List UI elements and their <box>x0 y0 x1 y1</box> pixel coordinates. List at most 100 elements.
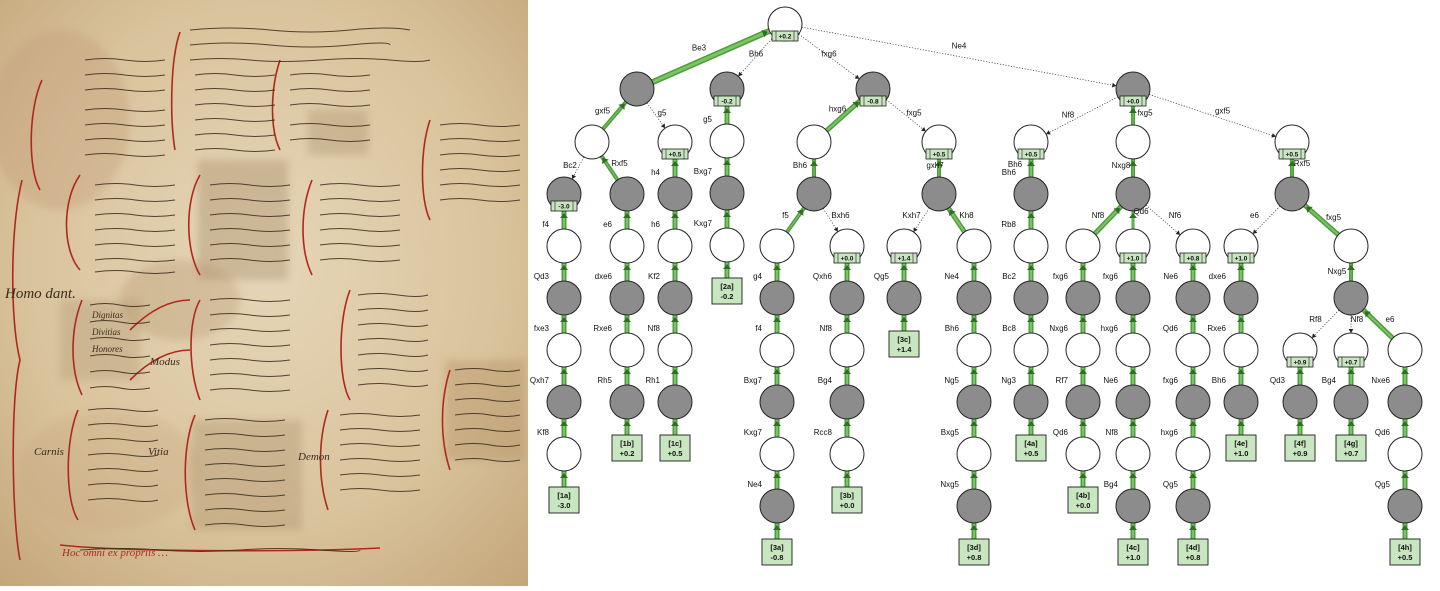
eval-badge-value: +0.5 <box>1025 151 1038 158</box>
leaf-box <box>548 486 580 514</box>
leaf-id: [4g] <box>1344 439 1358 448</box>
eval-badge <box>890 252 918 264</box>
leaf-eval: +1.0 <box>1126 553 1141 562</box>
move-label: fxg5 <box>906 109 922 118</box>
edge-arrowhead <box>1237 317 1245 322</box>
eval-badge-value: +0.9 <box>1294 359 1307 366</box>
tree-node <box>1065 332 1101 368</box>
edge-arrowhead <box>1129 473 1137 478</box>
tree-edge-inner <box>825 99 862 132</box>
tree-node <box>1175 332 1211 368</box>
dotted-arrowhead <box>913 227 918 232</box>
move-label: f4 <box>755 324 762 333</box>
leaf-eval: -3.0 <box>558 501 571 510</box>
tree-node <box>1387 332 1423 368</box>
move-label: Rh5 <box>597 376 612 385</box>
dotted-edge <box>913 207 930 233</box>
move-label: Rxf5 <box>611 159 628 168</box>
edge-arrowhead <box>1079 369 1087 374</box>
move-label: Nf8 <box>1351 315 1364 324</box>
edge-arrowhead <box>1401 369 1409 374</box>
move-label: dxe6 <box>1209 272 1227 281</box>
leaf-id: [3b] <box>840 491 854 500</box>
edge-arrowhead <box>761 29 768 38</box>
edge-arrowhead <box>723 160 731 165</box>
move-label: Nf8 <box>1062 111 1075 120</box>
edge-arrowhead <box>1129 317 1137 322</box>
move-label: g4 <box>753 272 762 281</box>
tree-node <box>956 280 992 316</box>
leaf-eval: +0.9 <box>1293 449 1308 458</box>
leaf-box <box>711 277 743 305</box>
move-label: Rxe6 <box>1207 324 1226 333</box>
tree-node <box>1115 124 1151 160</box>
move-label: hxg6 <box>829 105 847 114</box>
edge-arrowhead <box>623 369 631 374</box>
tree-node <box>1387 384 1423 420</box>
dotted-arrowhead <box>921 126 926 132</box>
leaf-eval: +0.5 <box>668 449 683 458</box>
tree-node <box>759 228 795 264</box>
tree-node <box>1013 176 1049 212</box>
eval-badge <box>771 30 799 42</box>
leaf-box <box>1284 434 1316 462</box>
dotted-arrowhead <box>1252 229 1258 234</box>
move-label: Qd6 <box>1053 428 1069 437</box>
eval-badge-value: +0.5 <box>1286 151 1299 158</box>
tree-node <box>609 384 645 420</box>
edge-arrowhead <box>602 157 609 165</box>
leaf-box <box>1389 538 1421 566</box>
edge-arrowhead <box>773 265 781 270</box>
edge-arrowhead <box>1129 108 1137 113</box>
tree-node <box>1333 228 1369 264</box>
dotted-edge <box>1252 205 1281 235</box>
edge-arrowhead <box>1237 265 1245 270</box>
move-label: Nxe6 <box>1371 376 1390 385</box>
tree-node <box>1065 228 1101 264</box>
leaf-box <box>659 434 691 462</box>
move-label: Qg5 <box>874 272 890 281</box>
tree-node <box>829 384 865 420</box>
tree-node <box>956 488 992 524</box>
tree-node <box>546 332 582 368</box>
move-label: Bh6 <box>945 324 960 333</box>
leaf-eval: -0.2 <box>721 292 734 301</box>
dotted-edge <box>738 36 774 77</box>
manuscript-word: Divitias <box>91 327 121 337</box>
tree-edge-inner <box>651 29 771 84</box>
leaf-id: [1a] <box>557 491 571 500</box>
tree-node <box>1115 332 1151 368</box>
edge-arrowhead <box>671 213 679 218</box>
leaf-id: [4h] <box>1398 543 1412 552</box>
move-label: Bxh6 <box>831 211 850 220</box>
manuscript-word: Carnis <box>34 446 64 458</box>
edge-arrowhead <box>671 265 679 270</box>
leaf-eval: +0.8 <box>1186 553 1201 562</box>
edge-arrowhead <box>1189 317 1197 322</box>
edge-arrowhead <box>1027 161 1035 166</box>
move-label: Nf6 <box>1169 211 1182 220</box>
move-label: Rxf5 <box>1294 159 1311 168</box>
edge-arrowhead <box>1079 317 1087 322</box>
tree-node <box>796 176 832 212</box>
tree-node <box>1065 384 1101 420</box>
dotted-arrowhead <box>660 123 666 129</box>
dotted-arrowhead <box>571 174 577 180</box>
tree-node <box>709 227 745 263</box>
move-label: Bh6 <box>793 161 808 170</box>
eval-badge-value: +0.0 <box>841 255 854 262</box>
tree-node <box>709 123 745 159</box>
tree-node <box>1333 280 1369 316</box>
move-label: Rxe6 <box>593 324 612 333</box>
edge-arrowhead <box>623 317 631 322</box>
edge-arrowhead <box>1079 265 1087 270</box>
edge-arrowhead <box>970 369 978 374</box>
leaf-id: [4f] <box>1294 439 1306 448</box>
edge-arrowhead <box>723 212 731 217</box>
tree-node <box>1282 384 1318 420</box>
move-label: Qd3 <box>534 272 550 281</box>
tree-edge-inner <box>1304 204 1339 236</box>
manuscript-image: Homo dant. Dignitas Divitias Honores Mod… <box>0 0 528 586</box>
edge-arrowhead <box>1364 311 1372 318</box>
